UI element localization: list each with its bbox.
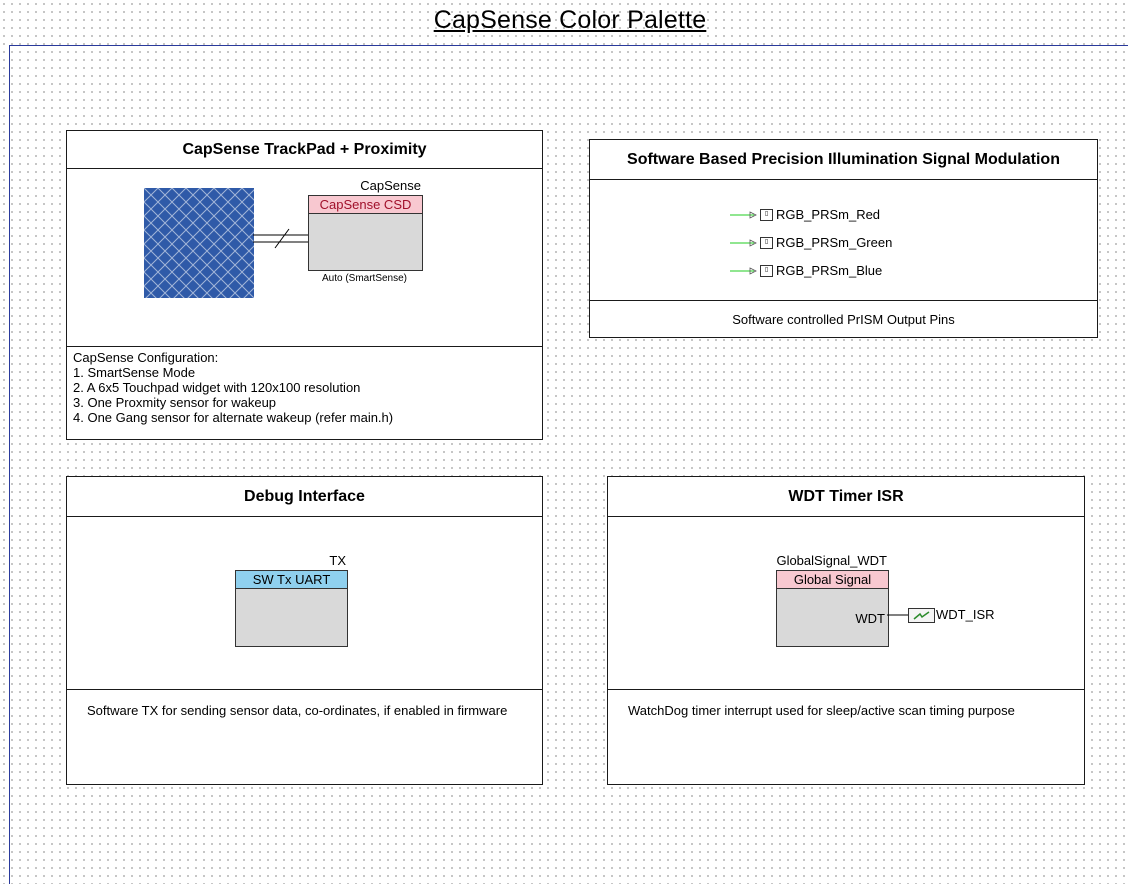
wdt-note: WatchDog timer interrupt used for sleep/…	[628, 703, 1015, 718]
capsense-mode: Auto (SmartSense)	[321, 273, 408, 284]
capsense-config-notes: CapSense Configuration: 1. SmartSense Mo…	[73, 350, 393, 425]
trackpad-panel-title: CapSense TrackPad + Proximity	[67, 131, 542, 169]
sheet-border-left	[9, 45, 10, 884]
prism-footer: Software controlled PrISM Output Pins	[732, 312, 955, 327]
pin-label-red: RGB_PRSm_Red	[776, 207, 881, 222]
prism-panel[interactable]: Software Based Precision Illumination Si…	[589, 139, 1098, 338]
debug-panel-divider	[67, 689, 542, 690]
uart-instance-name: TX	[329, 553, 346, 568]
pin-wire	[730, 267, 757, 275]
pin-label-blue: RGB_PRSm_Blue	[776, 263, 883, 278]
debug-panel[interactable]: Debug Interface TX SW Tx UART Software T…	[66, 476, 543, 785]
uart-component-type: SW Tx UART	[236, 571, 347, 589]
pin-wire	[730, 239, 757, 247]
bus-wire	[253, 228, 309, 249]
pin-icon: ▯	[760, 237, 773, 249]
wdt-terminal-label: WDT	[855, 611, 885, 626]
sheet-border-top	[10, 45, 1128, 46]
wdt-panel-title: WDT Timer ISR	[608, 477, 1084, 517]
config-line: CapSense Configuration:	[73, 350, 219, 365]
debug-panel-title: Debug Interface	[67, 477, 542, 517]
capsense-component-type: CapSense CSD	[309, 196, 422, 214]
capsense-instance-name: CapSense	[360, 178, 421, 193]
debug-note: Software TX for sending sensor data, co-…	[87, 703, 508, 718]
global-signal-component-type: Global Signal	[777, 571, 888, 589]
wdt-panel[interactable]: WDT Timer ISR GlobalSignal_WDT Global Si…	[607, 476, 1085, 785]
trackpad-panel-divider	[67, 346, 542, 347]
wdt-wire	[887, 614, 909, 616]
pin-icon: ▯	[760, 265, 773, 277]
pin-icon: ▯	[760, 209, 773, 221]
trackpad-widget[interactable]	[144, 188, 254, 298]
prism-panel-title: Software Based Precision Illumination Si…	[590, 140, 1097, 180]
prism-panel-divider	[590, 300, 1097, 301]
uart-component[interactable]: SW Tx UART	[235, 570, 348, 647]
trackpad-panel[interactable]: CapSense TrackPad + Proximity CapSense C…	[66, 130, 543, 440]
wdt-panel-divider	[608, 689, 1084, 690]
global-signal-instance-name: GlobalSignal_WDT	[776, 553, 887, 568]
config-line: 4. One Gang sensor for alternate wakeup …	[73, 410, 394, 425]
config-line: 1. SmartSense Mode	[73, 365, 196, 380]
config-line: 2. A 6x5 Touchpad widget with 120x100 re…	[73, 380, 361, 395]
config-line: 3. One Proxmity sensor for wakeup	[73, 395, 277, 410]
capsense-component[interactable]: CapSense CSD	[308, 195, 423, 271]
pin-label-green: RGB_PRSm_Green	[776, 235, 893, 250]
isr-icon[interactable]	[908, 608, 935, 623]
global-signal-component[interactable]: Global Signal WDT	[776, 570, 889, 647]
pin-wire	[730, 211, 757, 219]
isr-label: WDT_ISR	[936, 607, 995, 622]
page-title: CapSense Color Palette	[433, 6, 707, 34]
